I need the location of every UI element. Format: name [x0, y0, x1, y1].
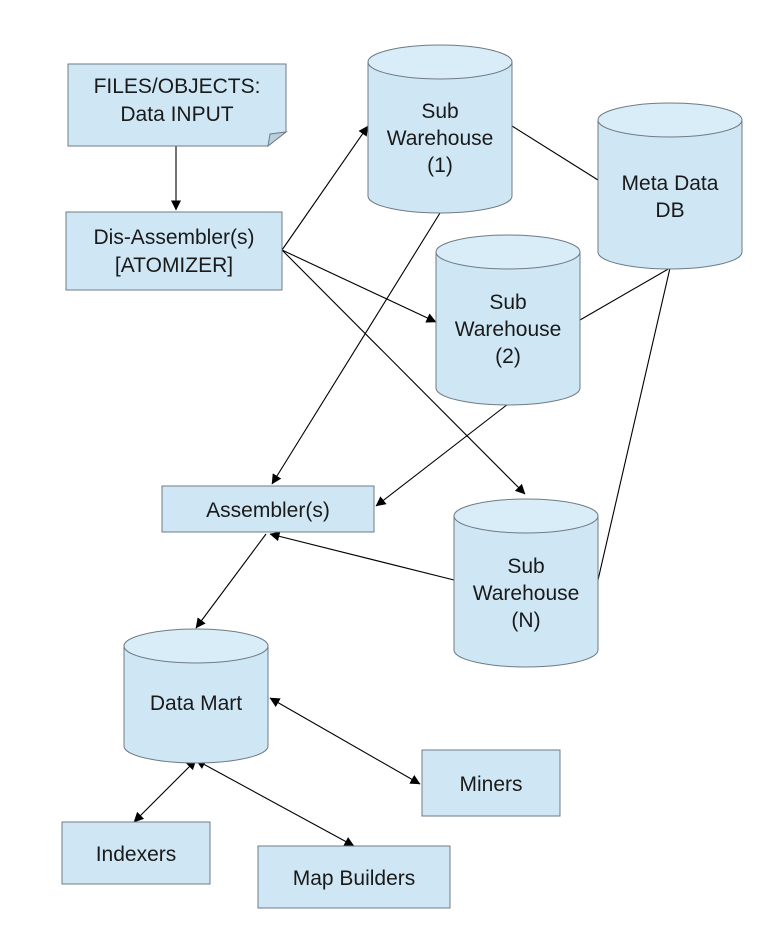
- edge-assembler-to-datamart: [195, 533, 267, 629]
- miners-label: Miners: [459, 773, 522, 796]
- datamart-label: Data Mart: [150, 692, 242, 715]
- sub1-label-line3: (1): [427, 154, 453, 177]
- files-label-line1: FILES/OBJECTS:: [94, 75, 261, 98]
- disassembler-label-line2: [ATOMIZER]: [115, 254, 233, 277]
- subN-label-line2: Warehouse: [473, 582, 580, 605]
- files-objects-node: FILES/OBJECTS: Data INPUT: [67, 63, 288, 148]
- data-mart-node: Data Mart: [123, 628, 269, 764]
- edge-disassembler-to-subN: [281, 249, 526, 495]
- sub1-label-line2: Warehouse: [387, 127, 494, 150]
- edge-datamart-indexers: [133, 759, 197, 823]
- sub2-label-line3: (2): [495, 345, 521, 368]
- meta-label-line2: DB: [655, 199, 684, 222]
- indexers-label: Indexers: [96, 843, 177, 866]
- assembler-node: Assembler(s): [161, 485, 375, 533]
- mapbuilders-label: Map Builders: [293, 867, 416, 890]
- edge-subN-to-assembler: [269, 531, 455, 581]
- assembler-label: Assembler(s): [206, 499, 330, 522]
- disassembler-label-line1: Dis-Assembler(s): [93, 226, 254, 249]
- svg-text:FILES/OBJECTS:Data INPUT: FILES/OBJECTS: Data INPUT: [94, 75, 261, 126]
- subN-label-line3: (N): [511, 609, 540, 632]
- subN-label-line1: Sub: [507, 555, 544, 578]
- map-builders-node: Map Builders: [257, 845, 451, 909]
- edge-sub2-to-meta: [579, 267, 671, 321]
- svg-text:Data Mart: Data Mart: [150, 692, 242, 715]
- svg-text:Assembler(s): Assembler(s): [206, 499, 330, 522]
- files-label-line2: Data INPUT: [120, 103, 233, 126]
- edge-datamart-miners: [269, 697, 421, 785]
- svg-text:Indexers: Indexers: [96, 843, 177, 866]
- miners-node: Miners: [421, 749, 561, 817]
- disassembler-node: Dis-Assembler(s) [ATOMIZER]: [65, 211, 283, 291]
- edge-sub2-to-assembler: [375, 403, 509, 507]
- edge-disassembler-to-sub2: [281, 249, 437, 323]
- indexers-node: Indexers: [61, 821, 211, 885]
- edge-subN-to-meta: [597, 267, 671, 581]
- sub2-label-line1: Sub: [489, 291, 526, 314]
- svg-text:Dis-Assembler(s)[ATOMIZER]: Dis-Assembler(s) [ATOMIZER]: [93, 226, 254, 277]
- sub2-label-line2: Warehouse: [455, 318, 562, 341]
- edge-sub1-to-meta: [511, 125, 599, 181]
- edge-datamart-mapbuilders: [195, 759, 355, 847]
- svg-text:Miners: Miners: [459, 773, 522, 796]
- sub1-label-line1: Sub: [421, 100, 458, 123]
- meta-label-line1: Meta Data: [622, 172, 719, 195]
- edge-sub1-to-assembler: [271, 212, 441, 485]
- edge-disassembler-to-sub1: [281, 125, 369, 251]
- edges: [133, 125, 671, 847]
- svg-text:Map Builders: Map Builders: [293, 867, 416, 890]
